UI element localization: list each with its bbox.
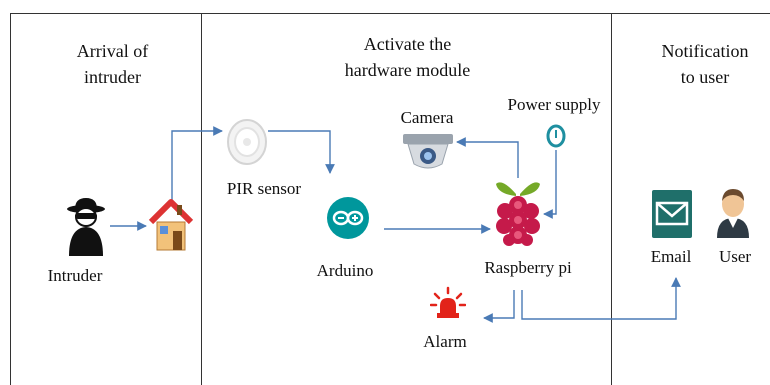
email-label: Email — [650, 247, 692, 266]
camera-label: Camera — [400, 108, 454, 127]
arrow-raspberry-to-alarm — [483, 290, 515, 323]
raspberry-pi-icon — [496, 182, 540, 246]
frame-left-border — [10, 13, 11, 385]
section-divider-1 — [201, 13, 202, 385]
house-icon — [148, 199, 194, 251]
intruder-label: Intruder — [47, 266, 103, 285]
alarm-icon — [430, 286, 466, 318]
arrow-power-to-raspberry — [543, 150, 557, 219]
user-icon — [717, 189, 749, 238]
raspberry-pi-label: Raspberry pi — [484, 258, 572, 277]
user-label: User — [718, 247, 752, 266]
pir-sensor-label: PIR sensor — [226, 179, 302, 198]
section-divider-2 — [611, 13, 612, 385]
power-supply-label: Power supply — [507, 95, 601, 114]
arrow-pir-to-arduino — [268, 130, 335, 174]
email-icon — [652, 190, 692, 238]
power-supply-icon — [546, 124, 566, 148]
arrow-raspberry-to-email — [521, 277, 681, 320]
intruder-icon — [67, 198, 105, 256]
pir-sensor-icon — [227, 119, 267, 165]
arduino-label: Arduino — [316, 261, 374, 280]
frame-top-border — [10, 13, 770, 14]
arrow-house-to-pir — [171, 126, 223, 200]
camera-icon — [403, 134, 453, 169]
arduino-icon — [327, 197, 369, 239]
alarm-label: Alarm — [423, 332, 467, 351]
arrow-raspberry-to-camera — [456, 137, 519, 178]
